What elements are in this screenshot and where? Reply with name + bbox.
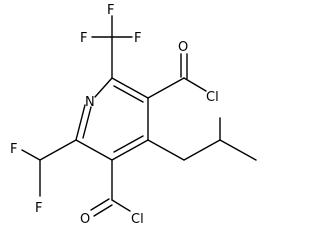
difluoromethyl-group (21, 139, 77, 197)
isobutyl-group (147, 117, 257, 161)
bond-c2-n1 (75, 104, 86, 141)
atom-f-cf3-right: F (134, 31, 141, 46)
atom-f-cf3-top: F (107, 3, 114, 18)
bond-c4-c3 (111, 139, 149, 161)
lower-acyl-chloride (90, 159, 131, 217)
bond-c5-carbonyl (147, 77, 185, 99)
pyridine-ring (75, 77, 149, 161)
bond-carbonyl-o-lower-a (90, 198, 110, 211)
upper-acyl-chloride (147, 53, 207, 99)
atom-o-upper: O (178, 40, 188, 55)
bond-c4-ch2 (147, 139, 185, 161)
bond-carbonyl-o-lower-b (93, 204, 113, 217)
bond-c6-c5 (111, 77, 149, 99)
bond-c2-n1-inner (82, 106, 92, 139)
bond-carbonyl-cl (183, 77, 207, 92)
atom-cl-upper: Cl (206, 90, 219, 105)
bond-c3-c2 (75, 139, 113, 161)
atom-n1: N (85, 95, 95, 110)
trifluoromethyl-group (91, 15, 133, 79)
bond-chf2-f-left (21, 149, 41, 161)
atom-o-lower: O (80, 212, 90, 227)
atom-cl-lower: Cl (131, 212, 144, 227)
bond-c6-c5-inner (113, 85, 144, 103)
bond-carbonyl-cl-lower (111, 199, 131, 212)
bond-n1-c6 (94, 77, 113, 98)
bond-c4-c3-inner (113, 135, 144, 153)
bond-c2-chf2 (39, 139, 77, 161)
atom-f-cf3-left: F (80, 31, 87, 46)
bond-ch-ch3-right (219, 139, 257, 161)
atom-f-chf2-bottom: F (35, 201, 42, 216)
bond-ch2-ch (183, 139, 221, 161)
atom-f-chf2-left: F (10, 142, 17, 157)
molecule-structure: N F F F O Cl F F O Cl (10, 3, 257, 227)
